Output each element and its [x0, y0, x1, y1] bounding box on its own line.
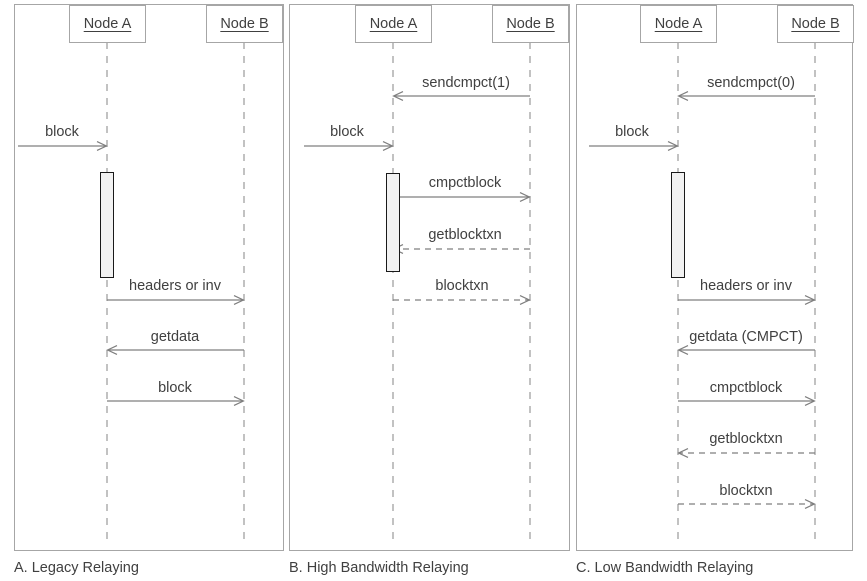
panel-b-message-label-getblocktxn: getblocktxn	[428, 227, 502, 243]
panel-c-message-label-cmpctblock: cmpctblock	[709, 380, 783, 396]
panel-a-message-label-headers-or-inv: headers or inv	[129, 278, 221, 294]
panel-c-message-label-getdata-cmpct: getdata (CMPCT)	[689, 329, 803, 345]
actor-label: Node B	[791, 16, 840, 32]
panel-c-message-label-block-in: block	[615, 124, 649, 140]
actor-label: Node B	[220, 16, 269, 32]
panel-c-message-label-sendcmpct: sendcmpct(0)	[707, 75, 795, 91]
panel-b-message-label-sendcmpct: sendcmpct(1)	[422, 75, 510, 91]
actor-label: Node A	[654, 16, 703, 32]
panel-c-frame	[576, 4, 853, 551]
panel-c-actor-node-a: Node A	[640, 5, 717, 43]
panel-a-caption: A. Legacy Relaying	[14, 560, 139, 576]
panel-b-message-label-block-in: block	[330, 124, 364, 140]
panel-b-message-label-cmpctblock: cmpctblock	[428, 175, 502, 191]
panel-a-activation-bar-node-a	[100, 172, 114, 278]
panel-c-activation-bar-node-a	[671, 172, 685, 278]
panel-a-frame	[14, 4, 284, 551]
panel-a-message-label-block: block	[158, 380, 192, 396]
panel-b-actor-node-b: Node B	[492, 5, 569, 43]
panel-b-actor-node-a: Node A	[355, 5, 432, 43]
panel-b-frame	[289, 4, 570, 551]
panel-a-actor-node-a: Node A	[69, 5, 146, 43]
panel-c-message-label-headers-or-inv: headers or inv	[700, 278, 792, 294]
actor-label: Node A	[83, 16, 132, 32]
panel-b-activation-bar-node-a	[386, 173, 400, 272]
panel-a-message-label-block-in: block	[45, 124, 79, 140]
panel-c-message-label-blocktxn: blocktxn	[719, 483, 773, 499]
panel-b-message-label-blocktxn: blocktxn	[435, 278, 489, 294]
panel-a-message-label-getdata: getdata	[150, 329, 200, 345]
panel-c-message-label-getblocktxn: getblocktxn	[709, 431, 783, 447]
actor-label: Node B	[506, 16, 555, 32]
actor-label: Node A	[369, 16, 418, 32]
panel-a-actor-node-b: Node B	[206, 5, 283, 43]
panel-b-caption: B. High Bandwidth Relaying	[289, 560, 469, 576]
panel-c-caption: C. Low Bandwidth Relaying	[576, 560, 754, 576]
panel-c-actor-node-b: Node B	[777, 5, 854, 43]
